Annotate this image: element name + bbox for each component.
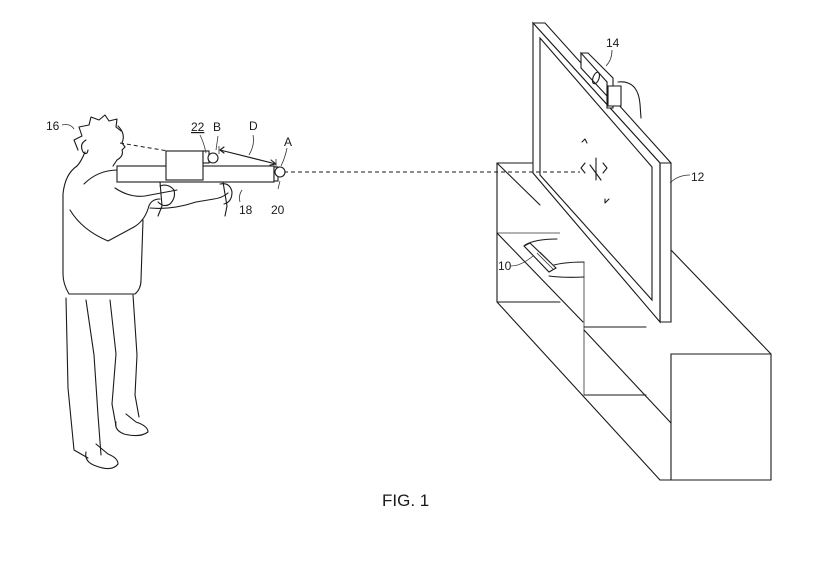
leader-14 <box>605 49 613 67</box>
label-marker-front: 20 <box>271 203 285 217</box>
display <box>531 21 672 324</box>
front-marker-sphere <box>274 166 286 178</box>
figure-caption: FIG. 1 <box>382 491 429 510</box>
leader-20 <box>277 180 281 190</box>
label-console: 10 <box>498 259 512 273</box>
gaze-line <box>119 142 175 153</box>
user <box>62 114 233 470</box>
on-screen-reticle <box>580 138 610 204</box>
leader-b <box>215 135 219 151</box>
controller <box>116 150 286 217</box>
leader-16 <box>61 124 75 130</box>
label-display: 12 <box>691 170 705 184</box>
rear-marker-sphere <box>207 152 219 164</box>
leader-12 <box>669 174 691 184</box>
camera <box>580 51 642 119</box>
label-user: 16 <box>46 119 60 133</box>
label-marker-rear: 22 <box>191 120 205 134</box>
distance-arrow <box>218 146 277 167</box>
tv-stand <box>496 162 772 481</box>
label-controller: 18 <box>239 203 253 217</box>
leader-18 <box>238 189 243 203</box>
label-camera: 14 <box>606 36 620 50</box>
game-console <box>523 238 585 278</box>
label-point-a: A <box>284 135 292 149</box>
label-distance: D <box>249 119 258 133</box>
leader-22 <box>199 134 207 154</box>
label-point-b: B <box>213 120 221 134</box>
leader-10 <box>510 255 534 267</box>
leader-a <box>280 147 288 167</box>
leader-d <box>248 134 254 156</box>
